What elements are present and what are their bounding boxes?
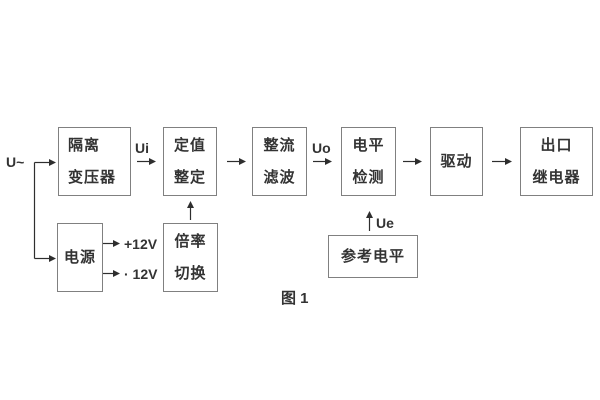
block-rectifier-filter: 整流 滤波: [252, 127, 307, 196]
block-label: 检测: [352, 169, 385, 186]
figure-caption: 图 1: [281, 290, 309, 307]
block-isolation-transformer: 隔离 变压器: [58, 127, 131, 196]
block-label: 定值: [173, 137, 206, 154]
block-label: 滤波: [263, 169, 296, 186]
block-label: 电源: [63, 249, 96, 266]
label-minus-12v: · 12V: [124, 266, 158, 282]
block-output-relay: 出口 继电器: [520, 127, 593, 196]
block-label: 变压器: [68, 169, 117, 186]
block-label: 整定: [173, 169, 206, 186]
block-label: 出口: [540, 137, 573, 154]
label-ue: Ue: [376, 215, 394, 231]
label-ui: Ui: [135, 140, 149, 156]
block-label: 电平: [352, 137, 385, 154]
label-uo: Uo: [312, 140, 331, 156]
block-ratio-switch: 倍率 切换: [163, 223, 218, 292]
block-label: 整流: [263, 137, 296, 154]
block-power-supply: 电源: [57, 223, 103, 292]
block-label: 隔离: [68, 137, 101, 154]
block-label: 继电器: [532, 169, 581, 186]
block-setpoint-adjust: 定值 整定: [163, 127, 217, 196]
block-label: 驱动: [440, 153, 473, 170]
block-reference-level: 参考电平: [328, 235, 418, 278]
block-label: 参考电平: [340, 248, 405, 265]
block-label: 切换: [174, 265, 207, 282]
block-label: 倍率: [174, 233, 207, 250]
label-plus-12v: +12V: [124, 236, 158, 252]
block-level-detector: 电平 检测: [341, 127, 396, 196]
label-input-voltage: U~: [6, 154, 25, 170]
block-driver: 驱动: [430, 127, 483, 196]
